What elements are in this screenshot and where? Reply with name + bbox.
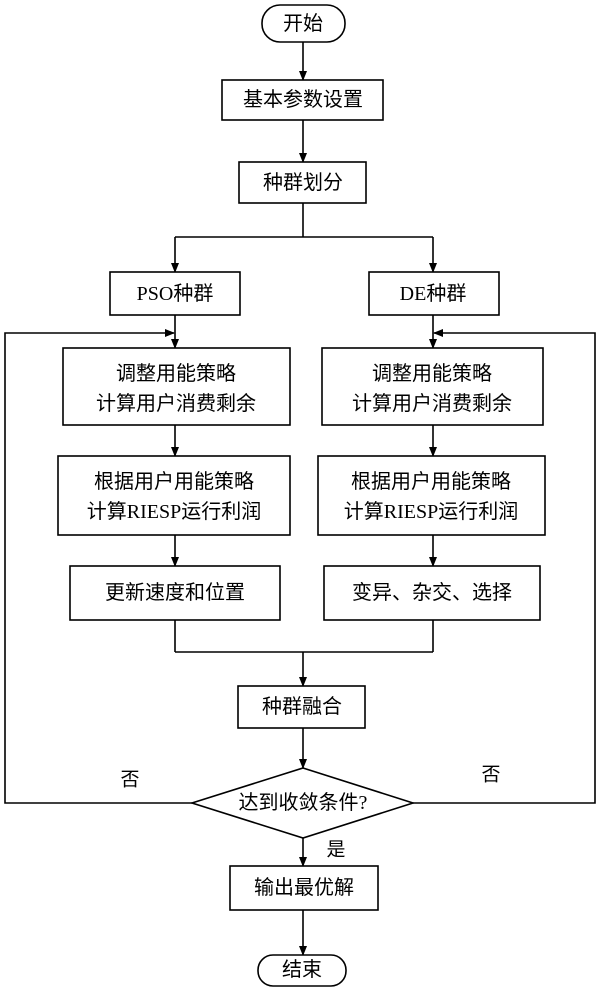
params-node: 基本参数设置: [221, 79, 384, 121]
split-label: 种群划分: [263, 171, 343, 194]
pso-profit-node: 根据用户用能策略 计算RIESP运行利润: [57, 455, 291, 536]
de-adjust-line-2: 计算用户消费剩余: [352, 392, 512, 415]
start-label: 开始: [283, 12, 323, 35]
end-label: 结束: [282, 958, 322, 981]
no-left-label: 否: [120, 770, 139, 791]
de-population-node: DE种群: [368, 271, 500, 316]
decision-node: 达到收敛条件?: [189, 767, 416, 839]
pso-adjust-line-2: 计算用户消费剩余: [96, 392, 256, 415]
pso-adjust-line-1: 调整用能策略: [116, 362, 236, 385]
merge-node: 种群融合: [237, 685, 366, 729]
de-profit-node: 根据用户用能策略 计算RIESP运行利润: [317, 455, 546, 536]
end-node: 结束: [257, 954, 347, 987]
pso-profit-line-1: 根据用户用能策略: [94, 470, 254, 493]
pso-population-node: PSO种群: [109, 271, 241, 316]
pso-update-label: 更新速度和位置: [105, 581, 245, 604]
params-label: 基本参数设置: [243, 88, 363, 111]
loop-back-left: [4, 329, 192, 804]
de-population-label: DE种群: [400, 282, 467, 305]
pso-profit-line-2: 计算RIESP运行利润: [87, 500, 261, 523]
de-adjust-line-1: 调整用能策略: [372, 362, 492, 385]
merge-label: 种群融合: [262, 695, 342, 718]
de-update-node: 变异、杂交、选择: [323, 565, 541, 621]
output-label: 输出最优解: [254, 876, 354, 899]
output-node: 输出最优解: [229, 865, 379, 911]
yes-label: 是: [326, 840, 345, 861]
decision-label: 达到收敛条件?: [239, 791, 368, 814]
de-adjust-node: 调整用能策略 计算用户消费剩余: [321, 347, 544, 426]
connectors: [4, 42, 596, 956]
de-update-label: 变异、杂交、选择: [352, 581, 512, 604]
pso-adjust-node: 调整用能策略 计算用户消费剩余: [62, 347, 291, 426]
de-profit-line-2: 计算RIESP运行利润: [344, 500, 518, 523]
pso-update-node: 更新速度和位置: [69, 565, 281, 621]
loop-back-right: [413, 329, 596, 804]
no-right-label: 否: [481, 765, 500, 786]
split-node: 种群划分: [238, 161, 367, 204]
pso-population-label: PSO种群: [137, 282, 214, 305]
de-profit-line-1: 根据用户用能策略: [351, 470, 511, 493]
start-node: 开始: [261, 4, 346, 43]
